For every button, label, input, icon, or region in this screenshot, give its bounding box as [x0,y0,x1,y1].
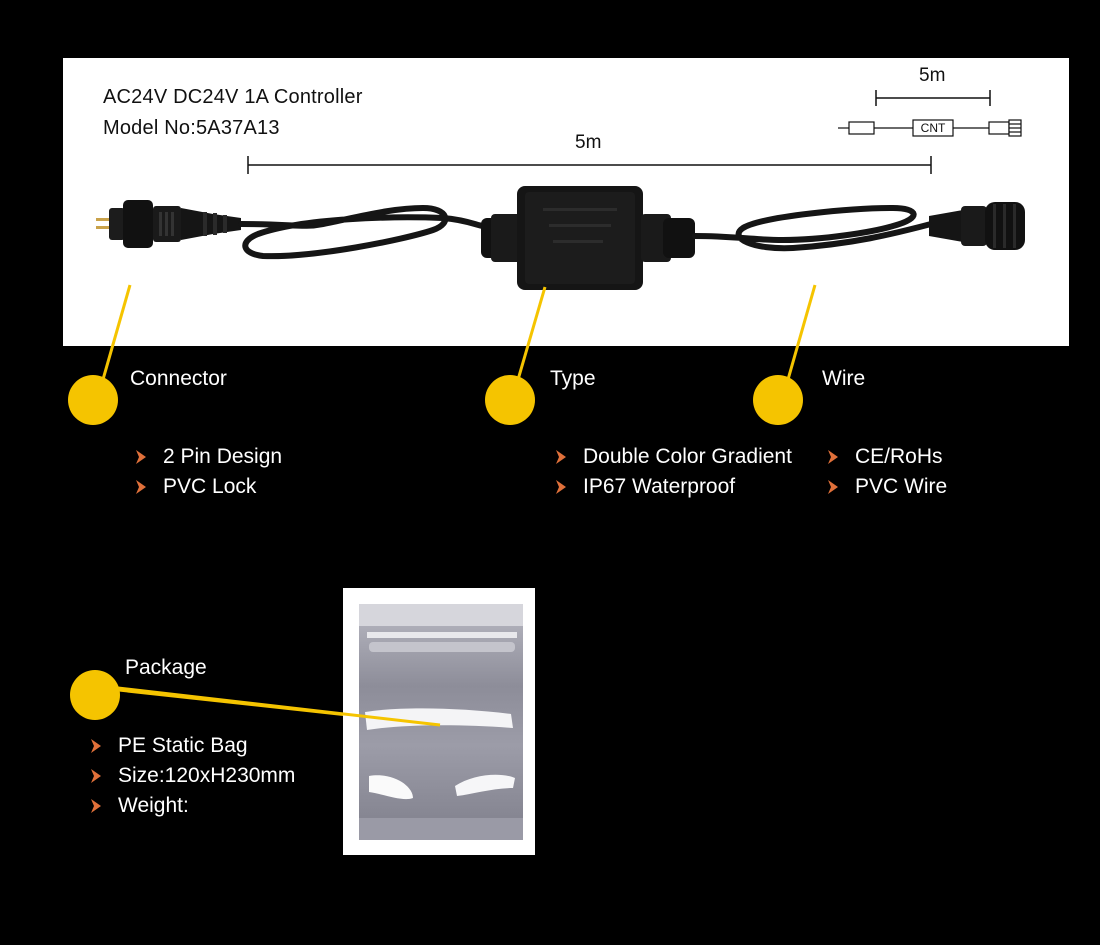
model-number: Model No:5A37A13 [103,117,280,139]
static-bag-illustration [359,604,523,840]
left-cable [238,204,486,260]
right-cable [692,204,934,252]
chevron-right-icon [828,480,838,494]
chevron-right-icon [136,480,146,494]
type-dot [485,375,535,425]
list-item: Size:120xH230mm [88,761,295,791]
list-item: PVC Lock [133,472,282,502]
package-features: PE Static Bag Size:120xH230mm Weight: [88,731,295,821]
diagram-length-label: 5m [919,65,946,86]
type-title: Type [550,367,596,390]
chevron-right-icon [556,480,566,494]
wire-features: CE/RoHs PVC Wire [825,442,947,502]
wire-title: Wire [822,367,866,390]
female-connector [929,202,1025,250]
list-item: 2 Pin Design [133,442,282,472]
chevron-right-icon [91,769,101,783]
chevron-right-icon [136,450,146,464]
cable-length-label: 5m [575,132,602,153]
controller-box [481,186,695,290]
type-features: Double Color Gradient IP67 Waterproof [553,442,792,502]
package-dot [70,670,120,720]
chevron-right-icon [828,450,838,464]
connector-features: 2 Pin Design PVC Lock [133,442,282,502]
product-drawing [96,90,1025,290]
plug-connector [96,200,241,248]
schematic-diagram [838,90,1022,137]
list-item: PE Static Bag [88,731,295,761]
product-panel: AC24V DC24V 1A Controller Model No:5A37A… [63,58,1069,346]
list-item: PVC Wire [825,472,947,502]
connector-title: Connector [130,367,227,390]
connector-dot [68,375,118,425]
list-item: Weight: [88,791,295,821]
package-bag-image [343,588,535,855]
package-title: Package [125,656,207,679]
chevron-right-icon [91,739,101,753]
diagram-box-label: CNT [920,121,946,135]
list-item: CE/RoHs [825,442,947,472]
chevron-right-icon [91,799,101,813]
wire-dot [753,375,803,425]
product-title: AC24V DC24V 1A Controller [103,86,363,108]
list-item: IP67 Waterproof [553,472,792,502]
cable-dimension-line [247,156,932,174]
list-item: Double Color Gradient [553,442,792,472]
chevron-right-icon [556,450,566,464]
